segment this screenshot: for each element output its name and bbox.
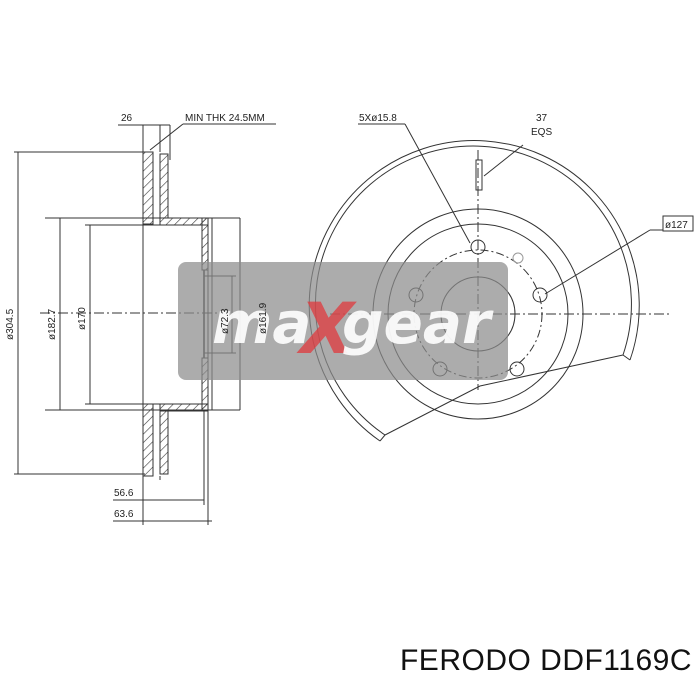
dim-angle-note: EQS xyxy=(531,127,552,138)
dim-center-bore: ø72.3 xyxy=(220,308,231,334)
watermark-brand-left: ma xyxy=(212,289,312,357)
maxgear-watermark: ma X gear xyxy=(178,262,508,380)
watermark-brand-x: X xyxy=(296,288,357,370)
dim-height-56-6: 56.6 xyxy=(114,488,134,499)
dim-outer-diameter: ø304.5 xyxy=(5,308,16,340)
dim-pitch-circle: ø127 xyxy=(665,220,688,231)
watermark-brand-right: gear xyxy=(342,289,494,357)
dim-thickness: 26 xyxy=(121,113,133,124)
dim-bolt-holes: 5Xø15.8 xyxy=(359,113,397,124)
dim-diameter-170: ø170 xyxy=(77,307,88,330)
dim-hat-diameter: ø161.9 xyxy=(258,302,269,334)
dim-height-63-6: 63.6 xyxy=(114,509,134,520)
dim-diameter-182-7: ø182.7 xyxy=(47,308,58,340)
dim-min-thickness: MIN THK 24.5MM xyxy=(185,113,265,124)
dimension-labels: 26 MIN THK 24.5MM ø304.5 ø182.7 ø170 ø72… xyxy=(5,113,688,520)
dim-angle: 37 xyxy=(536,113,548,124)
part-number-caption: FERODO DDF1169C xyxy=(399,644,692,677)
